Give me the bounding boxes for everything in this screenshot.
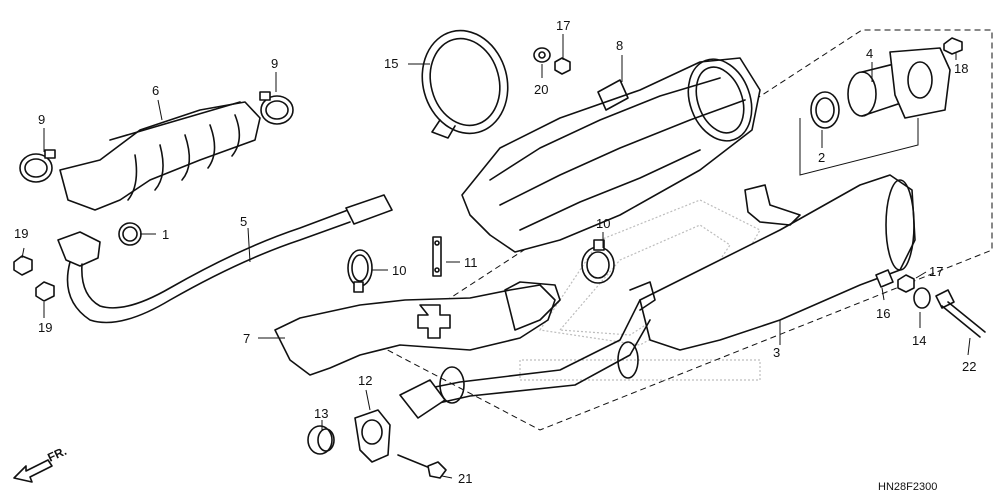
gasket-2	[810, 91, 840, 129]
bolt-22	[935, 289, 986, 338]
muffler-cover-7	[274, 281, 561, 376]
label-part-18: 18	[954, 61, 968, 76]
label-part-10-right: 10	[596, 216, 610, 231]
label-part-16: 16	[876, 306, 890, 321]
label-part-17-top: 17	[556, 18, 570, 33]
label-part-17-right: 17	[929, 264, 943, 279]
muffler-protector	[461, 57, 761, 253]
spark-arrester-4	[847, 47, 951, 119]
label-part-4: 4	[866, 46, 873, 61]
muffler-group-outline	[377, 29, 993, 431]
washer-14	[913, 287, 931, 309]
muffler-3	[399, 174, 916, 419]
label-part-8: 8	[616, 38, 623, 53]
label-part-11: 11	[464, 255, 478, 270]
clamp-10-left	[347, 249, 373, 293]
bolt-21	[397, 454, 447, 479]
nut-19-bottom	[35, 281, 55, 302]
clamp-9-right	[259, 91, 294, 125]
bolt-18	[943, 37, 963, 55]
label-part-21: 21	[458, 471, 472, 486]
label-part-9-left: 9	[38, 112, 45, 127]
label-part-2: 2	[818, 150, 825, 165]
label-part-9-right: 9	[271, 56, 278, 71]
front-label: FR.	[45, 444, 68, 465]
bracket-12	[354, 409, 391, 463]
label-part-20: 20	[534, 82, 548, 97]
label-part-12: 12	[358, 373, 372, 388]
label-part-19-top: 19	[14, 226, 28, 241]
clamp-9-left	[19, 149, 56, 183]
diagram-code: HN28F2300	[878, 481, 937, 493]
label-part-14: 14	[912, 333, 926, 348]
nut-17-right	[897, 274, 915, 293]
label-part-13: 13	[314, 406, 328, 421]
label-part-5: 5	[240, 214, 247, 229]
stay-11	[432, 236, 442, 277]
label-part-6: 6	[152, 83, 159, 98]
label-part-1: 1	[162, 227, 169, 242]
rubber-13	[307, 425, 335, 455]
label-part-15: 15	[384, 56, 398, 71]
leader-lines	[21, 34, 971, 479]
nut-19-top	[13, 255, 33, 276]
label-part-3: 3	[773, 345, 780, 360]
washer-20	[533, 47, 551, 63]
heat-shield-band	[421, 29, 509, 139]
front-direction-arrow: FR.	[13, 444, 69, 483]
exhaust-pipe-protector	[59, 101, 261, 211]
gasket-1	[118, 222, 142, 246]
collar-16	[875, 269, 894, 288]
clamp-10-right	[581, 239, 615, 284]
label-part-7: 7	[243, 331, 250, 346]
label-part-19-bottom: 19	[38, 320, 52, 335]
exhaust-pipe	[57, 194, 393, 324]
nut-17-top	[554, 57, 571, 75]
label-part-10-left: 10	[392, 263, 406, 278]
label-part-22: 22	[962, 359, 976, 374]
